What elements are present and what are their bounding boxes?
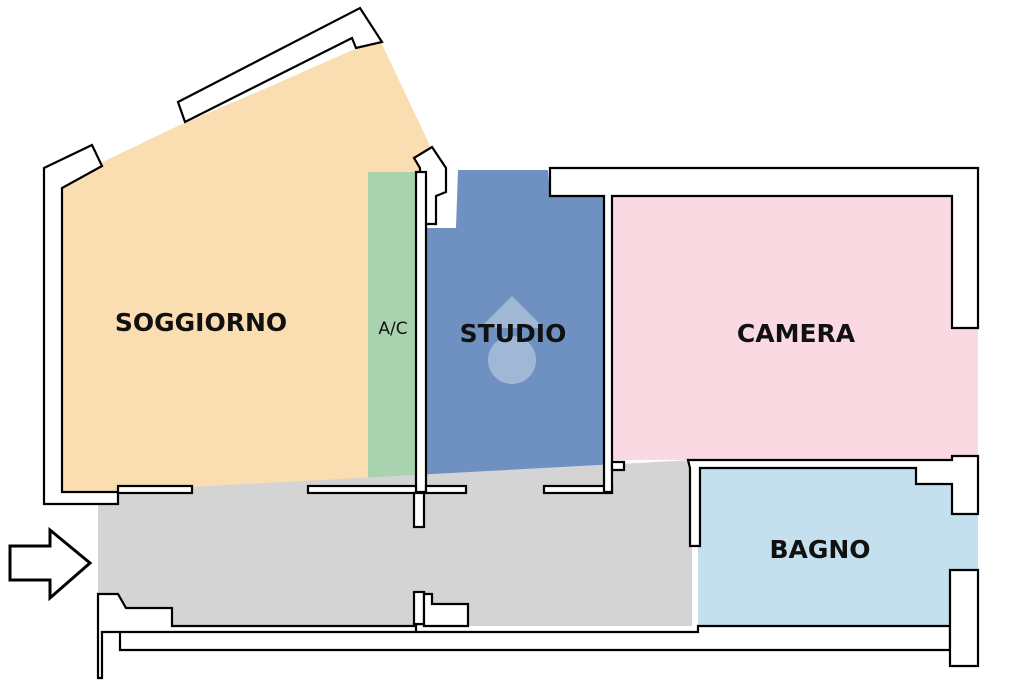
wall-studio-bottom-left [424, 484, 468, 495]
wall-bottom-left [96, 592, 952, 680]
label-ac: A/C [378, 319, 407, 339]
wall-camera-top [548, 166, 980, 494]
wall-bottom-mid [422, 592, 470, 628]
label-bagno: BAGNO [769, 535, 870, 564]
room-bagno-fill[interactable] [698, 468, 978, 626]
wall-camera-bottom [610, 460, 626, 472]
wall-corridor-divider-2 [412, 590, 426, 626]
label-soggiorno: SOGGIORNO [115, 308, 287, 337]
label-camera: CAMERA [737, 319, 856, 348]
room-soggiorno-fill[interactable] [62, 40, 432, 492]
room-fills [62, 40, 978, 626]
wall-ac-studio [414, 170, 428, 494]
walls [42, 6, 980, 680]
wall-soggiorno-left [42, 143, 120, 506]
room-camera-fill[interactable] [612, 196, 978, 460]
room-studio-fill[interactable] [426, 170, 604, 492]
wall-corridor-divider-1 [412, 491, 426, 529]
room-corridor-fill[interactable] [98, 460, 692, 626]
wall-soggiorno-bottom-right [306, 484, 418, 495]
right-arrow-icon [8, 526, 93, 602]
wall-camera-bagno [686, 454, 980, 548]
wall-soggiorno-window-top [176, 6, 384, 124]
room-ac-fill[interactable] [368, 172, 416, 488]
house-watermark-icon [480, 296, 544, 384]
wall-studio-bottom-right [542, 484, 614, 495]
label-studio: STUDIO [460, 319, 567, 348]
wall-bagno-right [948, 568, 980, 668]
wall-soggiorno-bottom-left [116, 484, 194, 495]
